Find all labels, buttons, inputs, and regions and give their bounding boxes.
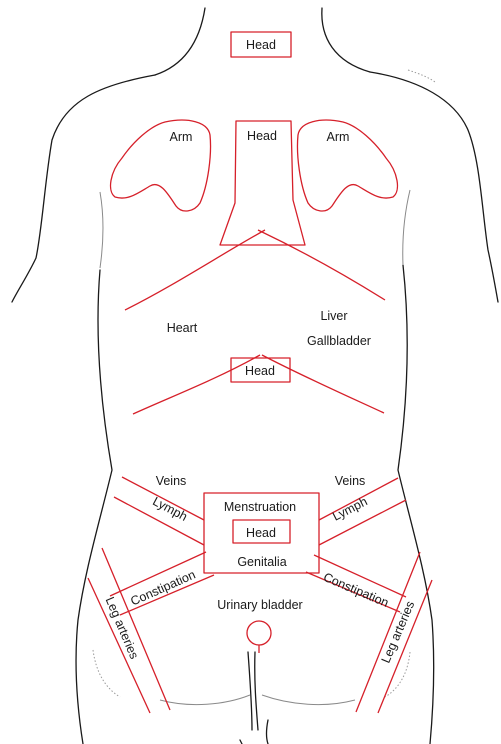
label-gallbladder: Gallbladder xyxy=(307,334,371,348)
label-head-top: Head xyxy=(246,38,276,52)
neck-right-line xyxy=(322,8,370,72)
label-veins-right: Veins xyxy=(335,474,366,488)
label-constipation-right: Constipation xyxy=(321,570,390,610)
left-shoulder-arm-line xyxy=(12,75,155,302)
label-veins-left: Veins xyxy=(156,474,187,488)
waist-line-right xyxy=(262,355,384,413)
label-constipation-left: Constipation xyxy=(128,567,197,608)
left-hip-dotted xyxy=(93,650,120,697)
leg-arteries-line-left-a xyxy=(102,548,170,710)
urinary-bladder-zone xyxy=(247,621,271,645)
label-head-sacral: Head xyxy=(246,526,276,540)
label-genitalia: Genitalia xyxy=(237,555,286,569)
label-head-chest: Head xyxy=(247,129,277,143)
right-shoulder-arm-line xyxy=(370,72,498,302)
left-buttock-curve xyxy=(160,695,250,705)
label-urinary-bladder: Urinary bladder xyxy=(217,598,302,612)
left-flank-line xyxy=(76,270,112,744)
arm-zone-left xyxy=(111,120,211,211)
neck-left-line xyxy=(155,8,205,75)
right-inner-leg-line xyxy=(267,720,269,744)
zone-labels: Head Arm Head Arm Heart Liver Gallbladde… xyxy=(103,38,418,665)
label-liver: Liver xyxy=(320,309,347,323)
left-underarm-line xyxy=(100,192,103,268)
left-inner-leg-line xyxy=(240,740,242,744)
label-head-waist: Head xyxy=(245,364,275,378)
diaphragm-line-left xyxy=(125,230,265,310)
waist-line-left xyxy=(133,355,260,414)
label-menstruation: Menstruation xyxy=(224,500,296,514)
right-shoulder-dotted xyxy=(408,70,435,82)
right-flank-line xyxy=(398,265,434,744)
right-buttock-curve xyxy=(262,695,355,705)
label-arm-left: Arm xyxy=(170,130,193,144)
label-arm-right: Arm xyxy=(327,130,350,144)
diaphragm-line-right xyxy=(258,230,385,300)
label-heart: Heart xyxy=(167,321,198,335)
gluteal-cleft-line xyxy=(248,652,258,730)
label-lymph-right: Lymph xyxy=(330,494,369,523)
right-underarm-line xyxy=(403,190,410,265)
